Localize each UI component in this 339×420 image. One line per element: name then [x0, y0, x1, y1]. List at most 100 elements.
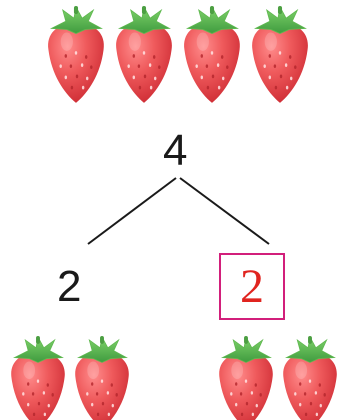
strawberry-seed: [80, 63, 84, 67]
left-bond-line: [87, 177, 177, 245]
strawberry-seed: [285, 85, 289, 90]
strawberry-leaves: [13, 335, 64, 363]
strawberry-seed: [51, 393, 54, 397]
strawberry-stem: [209, 5, 215, 15]
strawberry-seed: [96, 412, 100, 417]
strawberry-seed: [226, 65, 229, 70]
strawberry-shine: [60, 32, 73, 51]
strawberry-seed: [85, 76, 89, 81]
strawberry-leaves: [253, 5, 307, 34]
strawberry-leaves: [185, 5, 239, 34]
strawberry-seed: [59, 64, 62, 68]
strawberry-seed: [200, 75, 204, 80]
strawberry-seed: [230, 392, 233, 396]
strawberry-seed: [289, 76, 293, 81]
strawberry-seed: [299, 382, 302, 386]
total-number: 4: [163, 126, 188, 175]
strawberry-seed: [211, 74, 215, 79]
strawberry-icon: [75, 335, 129, 420]
strawberry-seed: [110, 383, 113, 387]
strawberry-body: [75, 353, 129, 420]
top-strawberry-group: [48, 5, 308, 103]
strawberry-seed: [95, 392, 99, 396]
answer-value: 2: [240, 259, 264, 313]
strawberry-seed: [37, 401, 41, 406]
strawberry-seed: [217, 85, 221, 90]
strawberry-seed: [149, 85, 153, 90]
strawberry-seed: [250, 391, 254, 395]
strawberry-shine: [264, 32, 277, 51]
strawberry-seed: [138, 85, 142, 90]
strawberry-seed: [319, 403, 322, 408]
strawberry-leaves: [49, 5, 103, 34]
strawberry-seed: [284, 63, 288, 67]
strawberry-seed: [318, 383, 321, 387]
strawberry-seed: [84, 55, 88, 59]
strawberry-seed: [235, 402, 238, 407]
strawberry-stem: [36, 336, 40, 344]
strawberry-seed: [274, 85, 278, 90]
strawberry-seed: [245, 401, 249, 406]
strawberry-seed: [27, 382, 30, 386]
strawberry-seed: [308, 379, 312, 383]
strawberry-seed: [100, 379, 104, 383]
strawberry-icon: [219, 335, 273, 420]
strawberry-seed: [294, 392, 297, 396]
strawberry-seed: [127, 64, 130, 68]
strawberry-seed: [69, 64, 73, 68]
strawberry-seed: [273, 64, 277, 68]
strawberry-seed: [143, 74, 147, 79]
strawberry-seed: [90, 65, 93, 70]
strawberry-seed: [299, 402, 302, 407]
left-part-number: 2: [57, 262, 82, 311]
strawberry-seed: [254, 383, 257, 387]
strawberry-seed: [64, 75, 68, 80]
strawberry-seed: [148, 63, 152, 67]
strawberry-seed: [220, 55, 224, 59]
strawberry-seed: [235, 382, 238, 386]
strawberry-seed: [70, 85, 74, 90]
strawberry-leaves: [117, 5, 171, 34]
strawberry-seed: [195, 64, 198, 68]
strawberry-seed: [32, 412, 36, 417]
strawberry-stem: [100, 336, 104, 344]
strawberry-stem: [73, 5, 79, 15]
strawberry-icon: [11, 335, 65, 420]
strawberry-shine: [87, 361, 100, 380]
strawberry-seed: [115, 393, 118, 397]
strawberry-body: [116, 24, 172, 103]
bottom-left-strawberry-group: [11, 335, 129, 420]
strawberry-icon: [283, 335, 337, 420]
strawberry-seed: [137, 64, 141, 68]
strawberry-shine: [295, 361, 308, 380]
strawberry-stem: [244, 336, 248, 344]
strawberry-icon: [252, 5, 308, 103]
strawberry-seed: [81, 85, 85, 90]
strawberry-seed: [294, 65, 297, 70]
strawberry-seed: [22, 392, 25, 396]
strawberry-seed: [314, 391, 318, 395]
strawberry-body: [283, 353, 337, 420]
strawberry-seed: [152, 55, 156, 59]
strawberry-seed: [251, 412, 255, 417]
strawberry-seed: [27, 402, 30, 407]
right-bond-line: [179, 177, 270, 245]
strawberry-seed: [205, 64, 209, 68]
strawberry-seed: [323, 393, 326, 397]
strawberry-seed: [216, 63, 220, 67]
strawberry-body: [11, 353, 65, 420]
strawberry-seed: [31, 392, 35, 396]
strawberry-seed: [36, 379, 40, 383]
strawberry-seed: [309, 401, 313, 406]
strawberry-body: [184, 24, 240, 103]
strawberry-seed: [75, 74, 79, 79]
strawberry-seed: [43, 412, 47, 417]
strawberry-stem: [277, 5, 283, 15]
strawberry-icon: [48, 5, 104, 103]
strawberry-seed: [101, 401, 105, 406]
strawberry-leaves: [77, 335, 128, 363]
strawberry-body: [252, 24, 308, 103]
bottom-right-strawberry-group: [219, 335, 337, 420]
strawberry-seed: [240, 412, 244, 417]
